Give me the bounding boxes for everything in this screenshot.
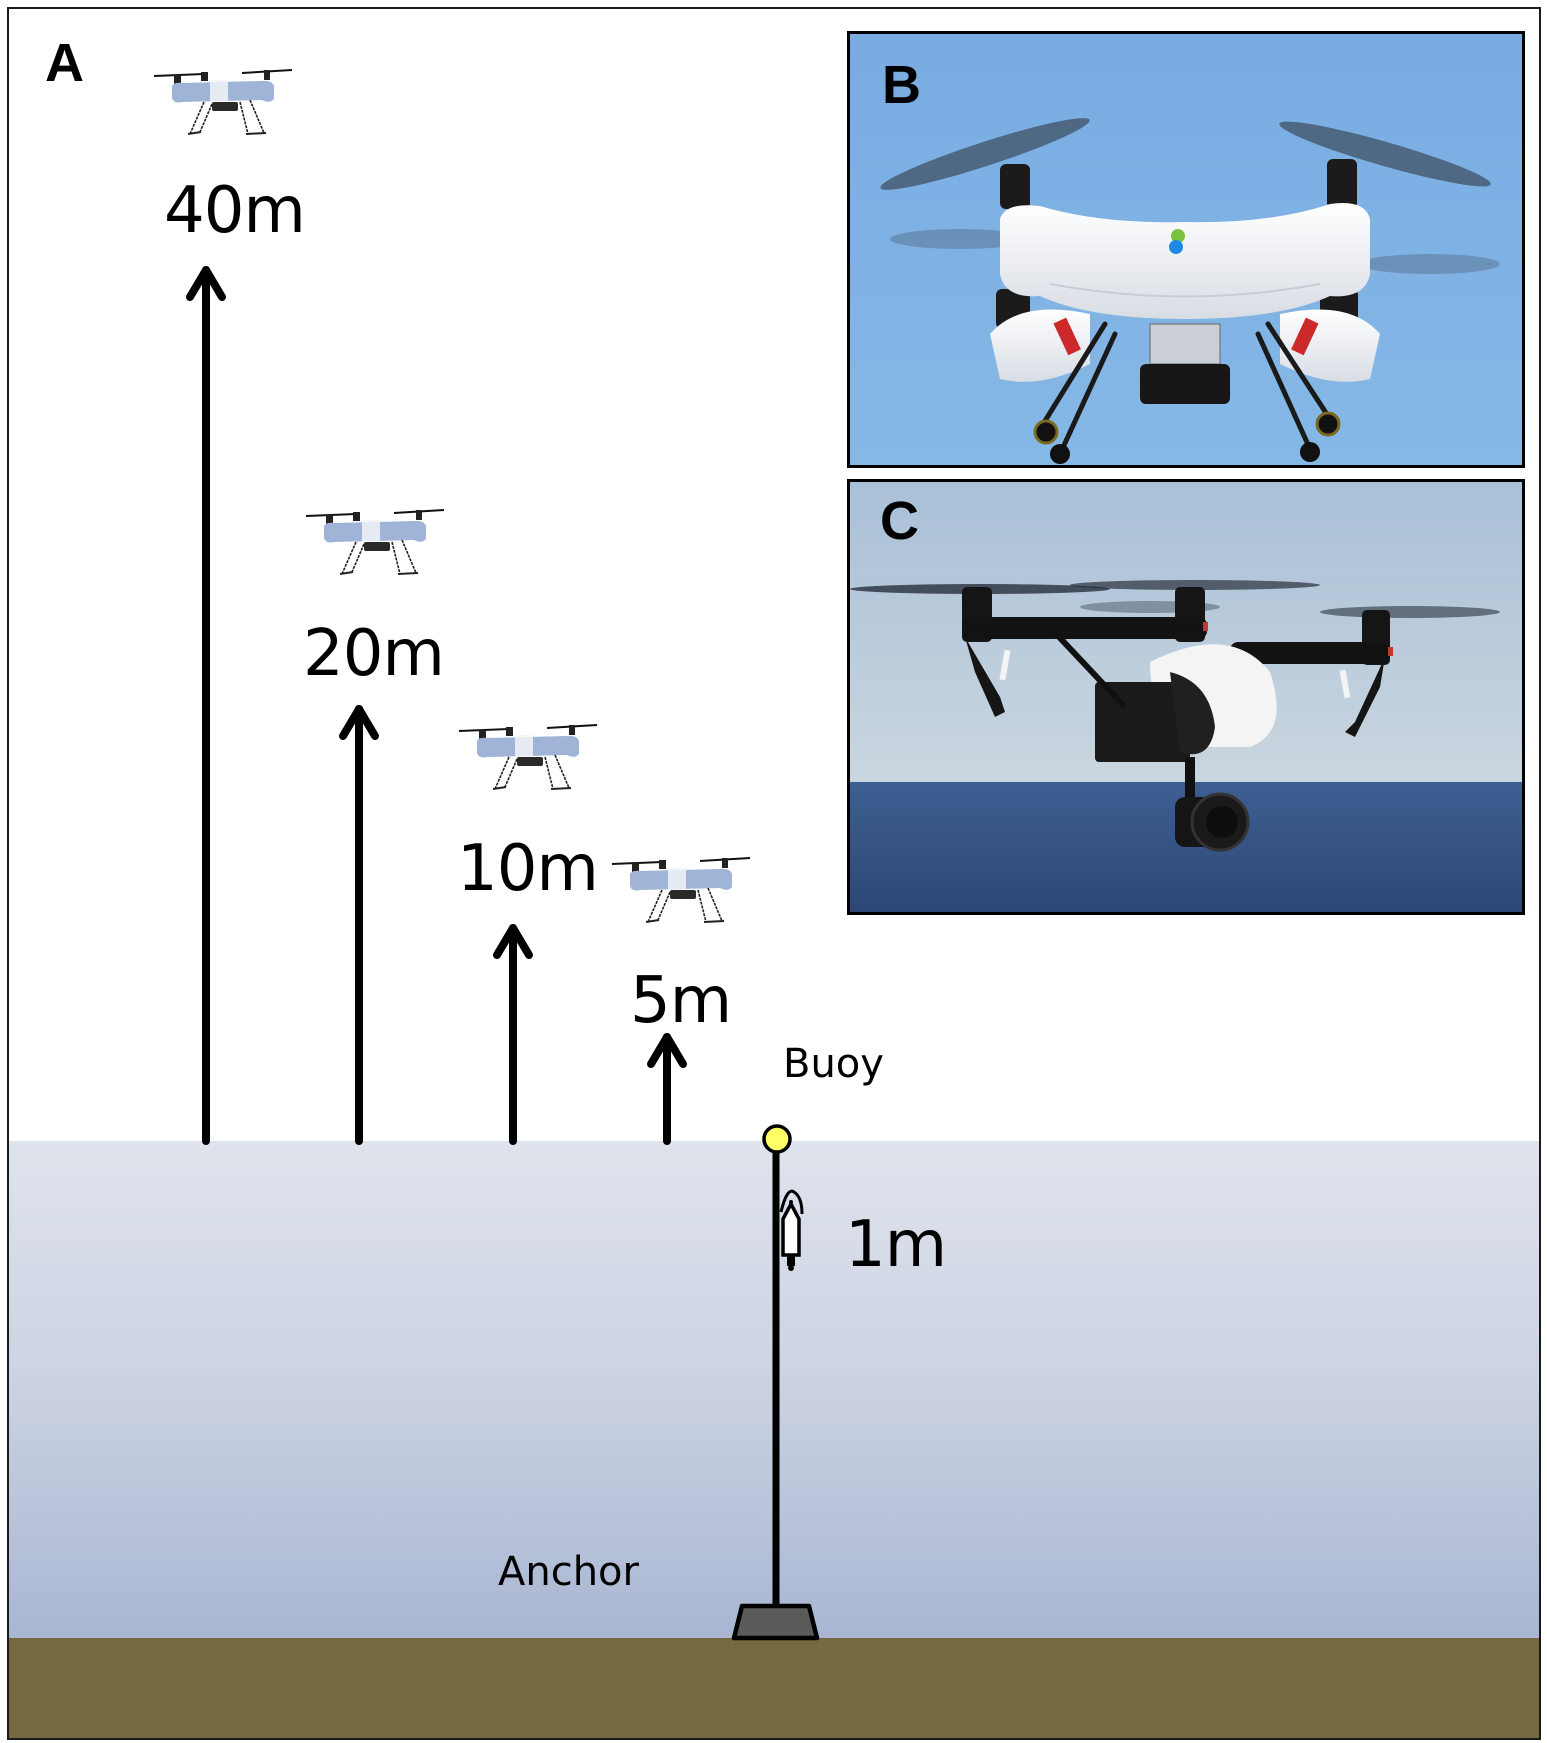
- drone-icon-5m: [611, 857, 751, 923]
- altitude-label-20m: 20m: [303, 617, 445, 691]
- altitude-label-40m: 40m: [164, 174, 306, 248]
- drone-icon-40m: [153, 69, 293, 135]
- panel-c-label: C: [880, 491, 919, 551]
- buoy-icon: [762, 1124, 792, 1154]
- drone-icon-20m: [305, 509, 445, 575]
- altitude-arrow-40m: [186, 266, 226, 1145]
- altitude-label-10m: 10m: [457, 832, 599, 906]
- altitude-arrow-10m: [493, 924, 533, 1145]
- seabed: [9, 1638, 1539, 1738]
- anchor-icon: [731, 1603, 820, 1641]
- panel-a-label: A: [45, 33, 84, 93]
- altitude-arrow-20m: [339, 705, 379, 1145]
- panel-c-photo: C: [847, 479, 1525, 915]
- drone-icon-10m: [458, 724, 598, 790]
- anchor-label: Anchor: [498, 1549, 639, 1595]
- figure-frame: A 40m 20m 10m 5m Buoy 1m Anchor: [7, 7, 1541, 1740]
- panel-b-label: B: [882, 55, 921, 115]
- altitude-arrow-5m: [647, 1033, 687, 1145]
- altitude-label-5m: 5m: [630, 964, 732, 1038]
- panel-a-scene: [9, 266, 1539, 1738]
- sensor-depth-label: 1m: [845, 1208, 947, 1282]
- buoy-label: Buoy: [783, 1041, 884, 1087]
- sensor-logger-icon: [779, 1189, 804, 1271]
- panel-b-photo: B: [847, 31, 1525, 468]
